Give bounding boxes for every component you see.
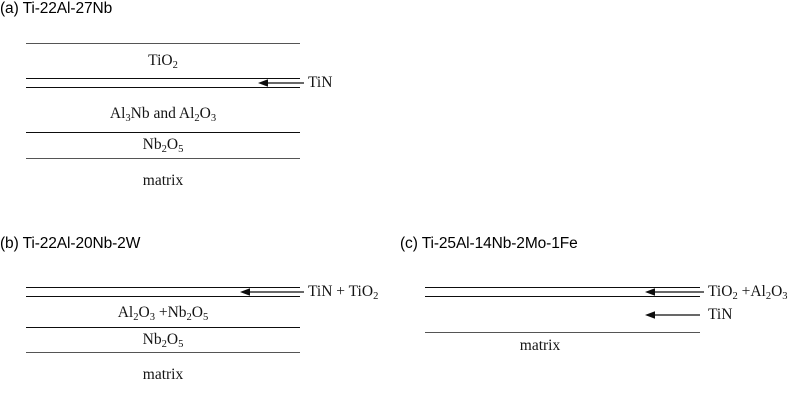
panel-a-layer-nb2o5-label: Nb2O5 xyxy=(142,136,184,155)
panel-c-rule-oxide-upper xyxy=(425,287,700,288)
panel-c-rule-tin-lower xyxy=(425,332,700,333)
panel-b-rule-tin-lower xyxy=(26,296,300,297)
panel-a-layer-matrix-label: matrix xyxy=(142,172,184,189)
panel-a-callout-tin-arrow xyxy=(258,78,304,87)
panel-c-layer-matrix-label: matrix xyxy=(519,337,561,354)
panel-a-rule-tin-upper xyxy=(26,78,300,79)
panel-c-callout-tin-arrow xyxy=(645,310,700,319)
panel-a-heading: (a) Ti-22Al-27Nb xyxy=(0,0,113,17)
panel-a-callout-tin-label: TiN xyxy=(308,74,333,91)
panel-b-rule-nb2o5-lower xyxy=(26,352,300,353)
panel-b-callout-tin-tio2-label: TiN + TiO2 xyxy=(308,283,379,302)
panel-a: (a) Ti-22Al-27Nb TiO2 Al3Nb and Al2O3 Nb… xyxy=(0,0,400,210)
panel-b-rule-tin-upper xyxy=(26,287,300,288)
panel-a-rule-top xyxy=(26,43,300,44)
panel-b-layer-nb2o5-label: Nb2O5 xyxy=(142,331,184,350)
panel-a-layer-tio2-label: TiO2 xyxy=(148,52,178,71)
panel-c-callout-tio2-al2o3-label: TiO2 +Al2O3 xyxy=(708,283,788,302)
panel-b: (b) Ti-22Al-20Nb-2W Al2O3 +Nb2O5 Nb2O5 m… xyxy=(0,235,400,404)
panel-b-layer-al2o3-nb2o5-label: Al2O3 +Nb2O5 xyxy=(117,304,209,323)
panel-c-callout-tin-label: TiN xyxy=(708,306,733,323)
panel-a-rule-tin-lower xyxy=(26,87,300,88)
panel-c-callout-tio2-al2o3-arrow xyxy=(645,287,704,296)
panel-a-layer-al3nb-al2o3-label: Al3Nb and Al2O3 xyxy=(109,105,217,124)
panel-c-heading: (c) Ti-25Al-14Nb-2Mo-1Fe xyxy=(400,235,578,252)
panel-b-heading: (b) Ti-22Al-20Nb-2W xyxy=(0,235,141,252)
panel-c: (c) Ti-25Al-14Nb-2Mo-1Fe matrix TiO2 +Al… xyxy=(400,235,800,404)
panel-a-rule-nb2o5-lower xyxy=(26,158,300,159)
panel-b-layer-matrix-label: matrix xyxy=(142,366,184,383)
panel-c-rule-oxide-lower xyxy=(425,296,700,297)
panel-b-rule-nb2o5-upper xyxy=(26,327,300,328)
panel-a-rule-nb2o5-upper xyxy=(26,132,300,133)
panel-b-callout-tin-tio2-arrow xyxy=(240,287,304,296)
